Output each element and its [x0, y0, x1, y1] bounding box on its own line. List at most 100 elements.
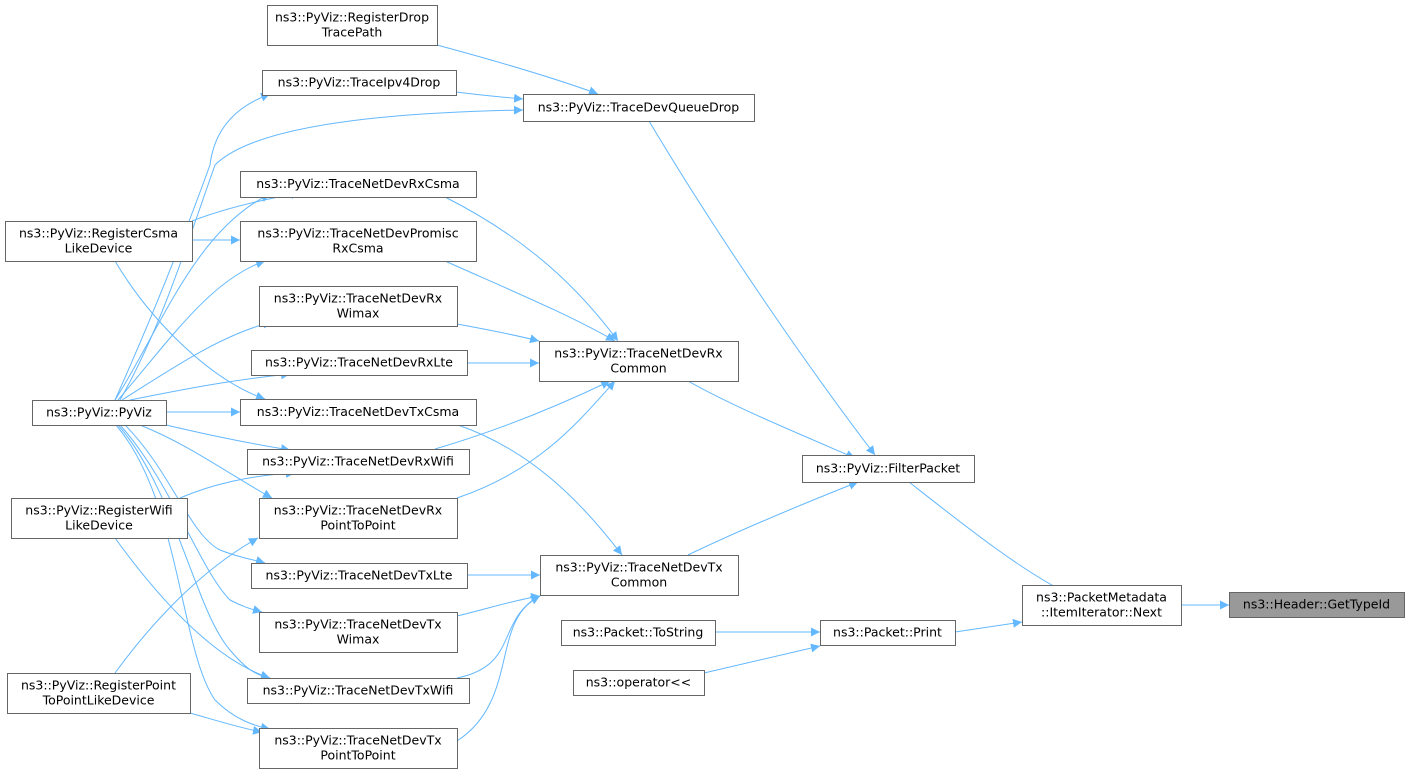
edge-operator-to-print	[703, 643, 821, 674]
node-label: ns3::PyViz::TraceNetDevTx	[555, 560, 722, 575]
node-label: ns3::PyViz::TraceNetDevRx	[554, 346, 722, 361]
node-txcsma[interactable]: ns3::PyViz::TraceNetDevTxCsma	[240, 399, 477, 426]
node-label: ns3::PyViz::TraceNetDevRxLte	[265, 355, 453, 370]
node-box	[11, 498, 188, 539]
node-box	[262, 70, 457, 96]
node-box	[240, 171, 477, 198]
node-label: ToPointLikeDevice	[42, 693, 155, 708]
edge-txcommon-to-filterpacket	[687, 481, 859, 556]
edge-regp2p-to-txp2p	[189, 712, 263, 735]
node-box	[251, 350, 468, 376]
node-rxwifi[interactable]: ns3::PyViz::TraceNetDevRxWifi	[247, 449, 470, 475]
node-label: ns3::PyViz::TraceNetDevRxCsma	[256, 176, 459, 191]
edge-txcsma-to-txcommon	[457, 424, 623, 556]
node-box	[259, 728, 458, 769]
node-rxlte[interactable]: ns3::PyViz::TraceNetDevRxLte	[251, 350, 468, 376]
node-txwifi[interactable]: ns3::PyViz::TraceNetDevTxWifi	[247, 678, 470, 704]
edge-rxwimax-to-rxcommon	[456, 323, 540, 344]
node-pyviz[interactable]: ns3::PyViz::PyViz	[32, 400, 167, 426]
edge-pyviz-to-rxwifi	[165, 424, 291, 454]
edge-pyviz-to-txp2p	[115, 424, 271, 732]
node-label: ns3::PyViz::TraceNetDevTxCsma	[257, 404, 459, 419]
node-label: TracePath	[321, 25, 383, 40]
edge-pyviz-to-txlte	[124, 424, 266, 565]
node-label: ns3::PyViz::PyViz	[46, 405, 152, 420]
node-filterpacket[interactable]: ns3::PyViz::FilterPacket	[802, 455, 975, 483]
node-box	[1022, 585, 1182, 626]
node-label: ns3::PyViz::TraceDevQueueDrop	[538, 100, 740, 115]
node-box	[240, 221, 477, 262]
node-label: ns3::PyViz::TraceNetDevRx	[274, 503, 442, 518]
node-label: ns3::PyViz::TraceNetDevTx	[274, 617, 441, 632]
edge-txwifi-to-txcommon	[456, 595, 541, 679]
edge-pyviz-to-rxwimax	[121, 319, 273, 401]
node-label: ns3::PyViz::RegisterPoint	[21, 678, 176, 693]
node-label: ns3::PacketMetadata	[1036, 590, 1167, 605]
edge-regwifi-to-txwifi	[114, 537, 271, 680]
node-box	[802, 455, 975, 483]
node-box	[561, 620, 716, 646]
node-box	[5, 221, 193, 262]
node-rxcsma[interactable]: ns3::PyViz::TraceNetDevRxCsma	[240, 171, 477, 198]
node-txlte[interactable]: ns3::PyViz::TraceNetDevTxLte	[251, 563, 468, 589]
edge-pyviz-to-txwimax	[119, 424, 263, 614]
node-box	[251, 563, 468, 589]
edge-rxcommon-to-filterpacket	[687, 380, 856, 459]
node-label: ns3::PyViz::FilterPacket	[816, 461, 960, 476]
node-print[interactable]: ns3::Packet::Print	[820, 620, 956, 646]
node-label: Common	[610, 361, 666, 376]
node-tostring[interactable]: ns3::Packet::ToString	[561, 620, 716, 646]
nodes-layer: ns3::Header::GetTypeId ns3::PacketMetadat…	[5, 5, 1405, 769]
node-label: ns3::PyViz::RegisterCsma	[19, 226, 178, 241]
edge-regwifi-to-rxwifi	[179, 468, 296, 499]
node-box	[267, 5, 438, 46]
node-label: ns3::PyViz::RegisterDrop	[275, 10, 429, 25]
edge-regp2p-to-rxp2p	[114, 537, 259, 674]
edge-pyviz-to-rxcsma	[114, 193, 271, 401]
node-label: Common	[611, 575, 667, 590]
node-label: ns3::Packet::Print	[833, 625, 942, 640]
node-queuedrop[interactable]: ns3::PyViz::TraceDevQueueDrop	[523, 94, 755, 122]
node-box	[259, 286, 458, 327]
edge-rxwifi-to-rxcommon	[434, 380, 611, 450]
node-box	[240, 399, 477, 426]
node-label: LikeDevice	[65, 518, 133, 533]
edge-pyviz-to-promisc	[117, 259, 266, 401]
node-label: ns3::Packet::ToString	[573, 625, 704, 640]
node-ipv4drop[interactable]: ns3::PyViz::TraceIpv4Drop	[262, 70, 457, 96]
edge-pyviz-to-rxp2p	[139, 424, 273, 499]
edge-pyviz-to-ipv4drop	[114, 92, 271, 401]
node-box	[259, 498, 458, 539]
node-next[interactable]: ns3::PacketMetadata::ItemIterator::Next	[1022, 585, 1182, 626]
edge-filterpacket-to-next	[908, 481, 1068, 594]
edge-registerdrop-to-queuedrop	[436, 44, 599, 96]
node-label: ns3::PyViz::TraceNetDevTxLte	[266, 568, 453, 583]
node-label: ns3::PyViz::TraceNetDevTxWifi	[263, 683, 454, 698]
edge-pyviz-to-rxlte	[129, 370, 291, 401]
node-operator[interactable]: ns3::operator<<	[573, 670, 705, 696]
node-box	[573, 670, 705, 696]
node-regp2p[interactable]: ns3::PyViz::RegisterPointToPointLikeDevi…	[7, 673, 191, 714]
node-label: ns3::PyViz::TraceNetDevPromisc	[257, 226, 458, 241]
node-box	[1229, 592, 1405, 618]
node-label: ns3::PyViz::TraceNetDevRxWifi	[262, 454, 454, 469]
node-box	[540, 555, 739, 596]
edge-txwimax-to-txcommon	[456, 592, 541, 617]
node-label: ns3::operator<<	[586, 675, 692, 690]
node-label: PointToPoint	[320, 518, 395, 533]
node-label: ns3::PyViz::RegisterWifi	[25, 503, 172, 518]
node-gettypeid[interactable]: ns3::Header::GetTypeId	[1229, 592, 1405, 618]
edge-pyviz-to-queuedrop	[119, 105, 524, 401]
node-box	[247, 449, 470, 475]
